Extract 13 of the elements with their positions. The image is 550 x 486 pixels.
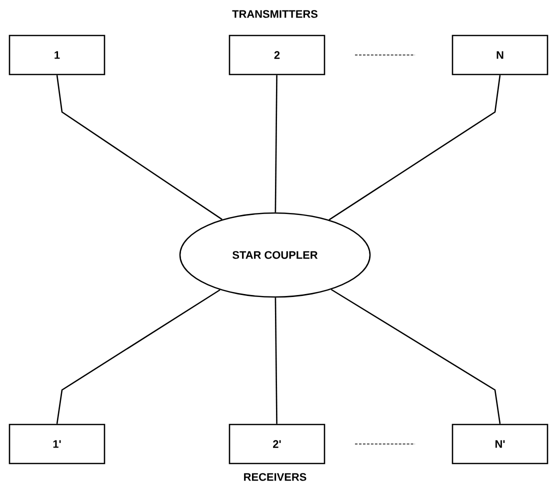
group-label: TRANSMITTERS — [232, 10, 318, 18]
connector-line — [56, 289, 220, 424]
connector-line — [330, 288, 501, 424]
connector-line — [274, 298, 278, 424]
terminal-box: N — [452, 34, 548, 76]
terminal-box: N' — [452, 424, 548, 464]
connector-line — [328, 75, 501, 220]
terminal-box: 1 — [8, 34, 106, 76]
terminal-box: 2' — [228, 424, 326, 464]
connector-line — [56, 75, 222, 220]
terminal-box: 2 — [228, 34, 326, 76]
connector-line — [274, 75, 278, 212]
terminal-box: 1' — [8, 424, 106, 464]
